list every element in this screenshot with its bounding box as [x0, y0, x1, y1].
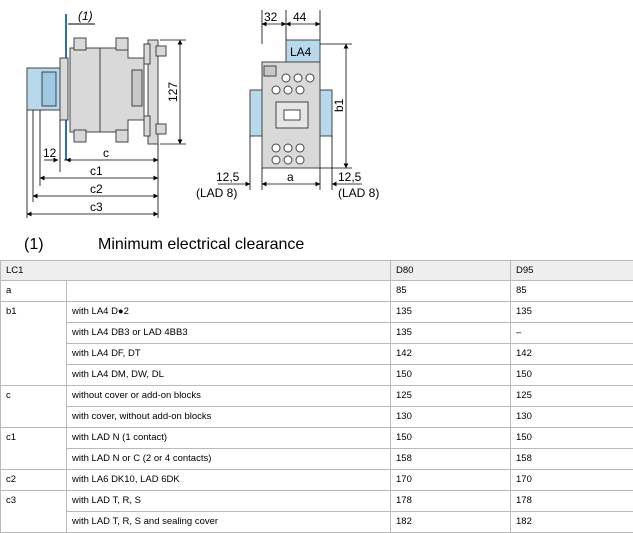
left-lad8-block — [250, 90, 262, 136]
row-d80: 150 — [391, 428, 511, 449]
row-d80: 85 — [391, 281, 511, 302]
row-d80: 158 — [391, 449, 511, 470]
table-row: with LAD T, R, S and sealing cover 182 1… — [1, 512, 633, 533]
row-desc: with LA4 DF, DT — [67, 344, 391, 365]
row-desc — [67, 281, 391, 302]
table-row: a 85 85 — [1, 281, 633, 302]
row-d80: 182 — [391, 512, 511, 533]
dim-top2-label: 44 — [293, 10, 307, 24]
clearance-marker: (1) — [78, 9, 93, 23]
row-dim: c1 — [1, 428, 67, 470]
row-d95: 85 — [511, 281, 633, 302]
dim-right-offset-value: 12,5 — [338, 170, 362, 184]
row-d95: 125 — [511, 386, 633, 407]
dim-right-offset-sub: (LAD 8) — [338, 186, 379, 200]
row-d95: 182 — [511, 512, 633, 533]
dimension-drawing: (1) 127 12 — [0, 0, 633, 232]
row-dim: c2 — [1, 470, 67, 491]
la4-label: LA4 — [290, 45, 312, 59]
table-row: with cover, without add-on blocks 130 13… — [1, 407, 633, 428]
row-d95: 158 — [511, 449, 633, 470]
table-row: with LA4 DB3 or LAD 4BB3 135 – — [1, 323, 633, 344]
dim-top1-label: 32 — [264, 10, 278, 24]
row-desc: with LA4 DM, DW, DL — [67, 365, 391, 386]
dim-height-label: 127 — [166, 82, 180, 102]
header-model: LC1 — [1, 261, 391, 281]
row-d95: 142 — [511, 344, 633, 365]
table-row: c without cover or add-on blocks 125 125 — [1, 386, 633, 407]
table-header-row: LC1 D80 D95 — [1, 261, 633, 281]
row-dim: a — [1, 281, 67, 302]
row-d95: – — [511, 323, 633, 344]
front-view: 32 44 LA4 b1 a — [196, 10, 379, 200]
row-dim: c3 — [1, 491, 67, 533]
dim-c2-label: c2 — [90, 182, 103, 196]
row-d80: 135 — [391, 302, 511, 323]
row-desc: with cover, without add-on blocks — [67, 407, 391, 428]
row-d95: 150 — [511, 365, 633, 386]
row-d80: 178 — [391, 491, 511, 512]
dimensions-table: LC1 D80 D95 a 85 85 b1 with LA4 D●2 135 … — [0, 260, 633, 533]
row-d95: 170 — [511, 470, 633, 491]
table-row: b1 with LA4 D●2 135 135 — [1, 302, 633, 323]
row-d80: 170 — [391, 470, 511, 491]
table-row: c1 with LAD N (1 contact) 150 150 — [1, 428, 633, 449]
row-desc: with LAD T, R, S — [67, 491, 391, 512]
dim-small-label: 12 — [43, 146, 57, 160]
dim-c1-label: c1 — [90, 164, 103, 178]
row-dim: b1 — [1, 302, 67, 386]
footnote: (1)Minimum electrical clearance — [24, 236, 304, 254]
row-desc: with LAD T, R, S and sealing cover — [67, 512, 391, 533]
dim-c-label: c — [103, 146, 109, 160]
table-row: c2 with LA6 DK10, LAD 6DK 170 170 — [1, 470, 633, 491]
row-d80: 125 — [391, 386, 511, 407]
row-desc: with LA4 D●2 — [67, 302, 391, 323]
dim-a-label: a — [287, 170, 294, 184]
row-dim: c — [1, 386, 67, 428]
row-d95: 150 — [511, 428, 633, 449]
dim-b1-label: b1 — [332, 98, 346, 112]
row-d95: 178 — [511, 491, 633, 512]
row-d80: 130 — [391, 407, 511, 428]
right-lad8-block — [320, 90, 332, 136]
row-d80: 135 — [391, 323, 511, 344]
dim-c3-label: c3 — [90, 200, 103, 214]
row-d95: 130 — [511, 407, 633, 428]
footnote-number: (1) — [24, 236, 98, 254]
header-d95: D95 — [511, 261, 633, 281]
dim-left-offset-sub: (LAD 8) — [196, 186, 237, 200]
row-desc: with LAD N or C (2 or 4 contacts) — [67, 449, 391, 470]
side-view: (1) 127 12 — [27, 9, 186, 218]
row-d80: 142 — [391, 344, 511, 365]
row-d95: 135 — [511, 302, 633, 323]
row-desc: with LA4 DB3 or LAD 4BB3 — [67, 323, 391, 344]
row-d80: 150 — [391, 365, 511, 386]
row-desc: with LA6 DK10, LAD 6DK — [67, 470, 391, 491]
header-d80: D80 — [391, 261, 511, 281]
dim-left-offset-value: 12,5 — [216, 170, 240, 184]
row-desc: without cover or add-on blocks — [67, 386, 391, 407]
table-row: with LA4 DF, DT 142 142 — [1, 344, 633, 365]
footnote-text: Minimum electrical clearance — [98, 236, 304, 253]
table-row: with LA4 DM, DW, DL 150 150 — [1, 365, 633, 386]
row-desc: with LAD N (1 contact) — [67, 428, 391, 449]
table-row: with LAD N or C (2 or 4 contacts) 158 15… — [1, 449, 633, 470]
table-row: c3 with LAD T, R, S 178 178 — [1, 491, 633, 512]
